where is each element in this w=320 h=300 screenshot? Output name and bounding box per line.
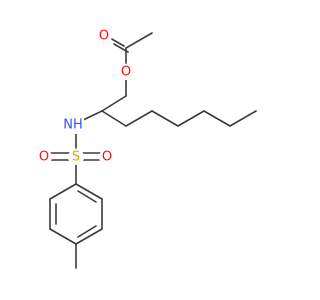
atom-label-nh: NH: [63, 118, 83, 133]
bond-chain-5: [229, 110, 257, 127]
ring-bond-3: [75, 228, 103, 245]
bond-carbonyl-double-a: [109, 37, 125, 47]
atom-label-carbonyl-o: O: [99, 29, 109, 44]
atom-sulfonyl-oxygen-left: O: [36, 149, 52, 165]
atom-sulfur: S: [68, 149, 84, 165]
atom-label-so-left: O: [39, 150, 49, 165]
bond-chain-1: [125, 110, 153, 127]
bond-chain-4: [203, 110, 231, 127]
atom-label-s: S: [72, 150, 80, 165]
bond-ch2-ch: [101, 95, 127, 112]
atom-amine-nitrogen: NH: [62, 118, 84, 134]
bond-chain-3: [177, 110, 205, 127]
bond-ch-c1: [101, 110, 127, 127]
atom-sulfonyl-oxygen-right: O: [99, 149, 115, 165]
ring-inner-bond-1: [77, 190, 97, 203]
atom-ester-oxygen: O: [118, 64, 134, 80]
ring-bond-1: [75, 183, 103, 200]
bond-methyl-carbonyl: [125, 32, 153, 49]
bond-chain-2: [151, 110, 179, 127]
ring-inner-bond-2: [77, 225, 97, 238]
ring-bond-4: [49, 228, 77, 245]
atom-label-ester-o: O: [121, 65, 131, 80]
atom-label-so-right: O: [102, 150, 112, 165]
molecule-structure: O O NH S O O: [36, 28, 257, 269]
bond-ch-nh: [80, 110, 103, 122]
atom-carbonyl-oxygen: O: [96, 28, 112, 44]
structure-canvas: O O NH S O O: [36, 28, 257, 269]
ring-bond-6: [49, 183, 77, 200]
